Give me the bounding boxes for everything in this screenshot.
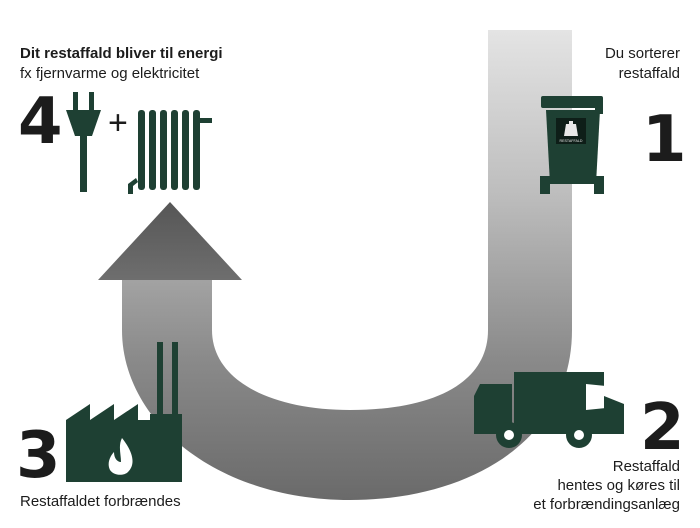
incineration-plant-icon <box>66 342 182 482</box>
step-1-line-2: restaffald <box>618 65 680 82</box>
bin-label: RESTAFFALD <box>560 139 583 143</box>
step-2-line-2: hentes og køres til <box>557 477 680 494</box>
step-1-line-1: Du sorterer <box>604 45 680 62</box>
garbage-truck-icon <box>474 372 624 448</box>
step-4-number: 4 <box>18 85 63 159</box>
radiator-icon <box>128 110 212 194</box>
plug-and-radiator-icon <box>66 92 212 194</box>
step-2-line-3: et forbrændingsanlæg <box>533 496 680 513</box>
waste-bin-icon <box>540 96 604 194</box>
flow-arrow-body <box>122 30 572 500</box>
step-1-number: 1 <box>642 103 687 177</box>
flow-arrow-head <box>98 202 242 280</box>
step-4-title: Dit restaffald bliver til energi <box>20 45 223 62</box>
step-3-number: 3 <box>16 419 61 493</box>
flow-arrow <box>98 30 572 500</box>
plug-icon <box>66 92 101 192</box>
plus-sign: + <box>108 104 128 142</box>
step-2-line-1: Restaffald <box>612 458 680 475</box>
step-4-subtitle: fx fjernvarme og elektricitet <box>20 65 200 82</box>
step-3-caption: Restaffaldet forbrændes <box>20 493 181 510</box>
step-2-number: 2 <box>640 391 685 465</box>
